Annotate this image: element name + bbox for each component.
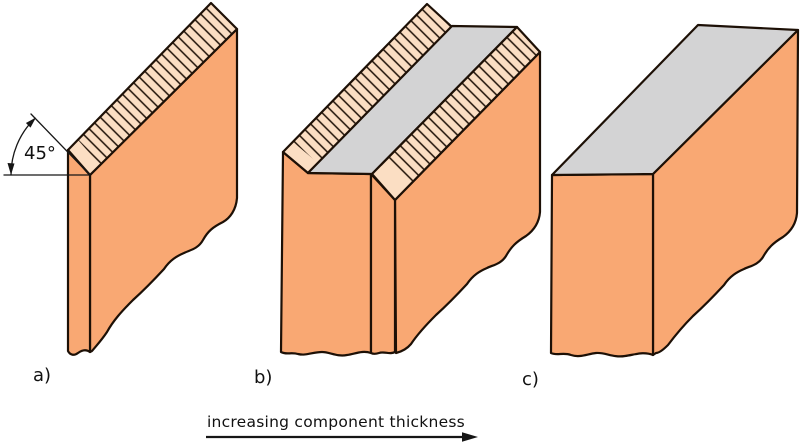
plate-b-left-bevel-hatching bbox=[293, 4, 452, 163]
panel-b: b) bbox=[254, 2, 542, 388]
angle-arrow-up-icon bbox=[25, 117, 36, 128]
caption-arrow-head-icon bbox=[462, 432, 478, 442]
plate-a-bevel-hatching bbox=[78, 3, 237, 165]
plate-b-front-cheek-face bbox=[369, 172, 397, 355]
panel-c: c) bbox=[522, 23, 800, 390]
caption-text: increasing component thickness bbox=[207, 413, 465, 431]
panel-c-label: c) bbox=[522, 369, 539, 390]
plate-c-flat-top-face bbox=[550, 23, 800, 177]
angle-label: 45° bbox=[24, 143, 56, 164]
plate-c-side-face bbox=[651, 28, 800, 357]
panel-a-label: a) bbox=[33, 365, 51, 386]
angle-arrow-down-icon bbox=[7, 163, 15, 175]
plate-b-side-face bbox=[393, 50, 542, 355]
caption-group: increasing component thickness bbox=[206, 413, 478, 442]
plate-a-side-face bbox=[88, 27, 239, 354]
angle-annotation: 45° bbox=[3, 113, 91, 176]
plate-b-right-bevel-hatching bbox=[386, 27, 540, 186]
plate-c-front-face bbox=[549, 172, 655, 358]
panel-b-label: b) bbox=[254, 367, 272, 388]
panel-a: 45° a) bbox=[3, 1, 239, 386]
angle-ray bbox=[30, 113, 91, 176]
plate-b-front-face bbox=[279, 150, 373, 357]
plate-a-front-face bbox=[66, 148, 92, 356]
